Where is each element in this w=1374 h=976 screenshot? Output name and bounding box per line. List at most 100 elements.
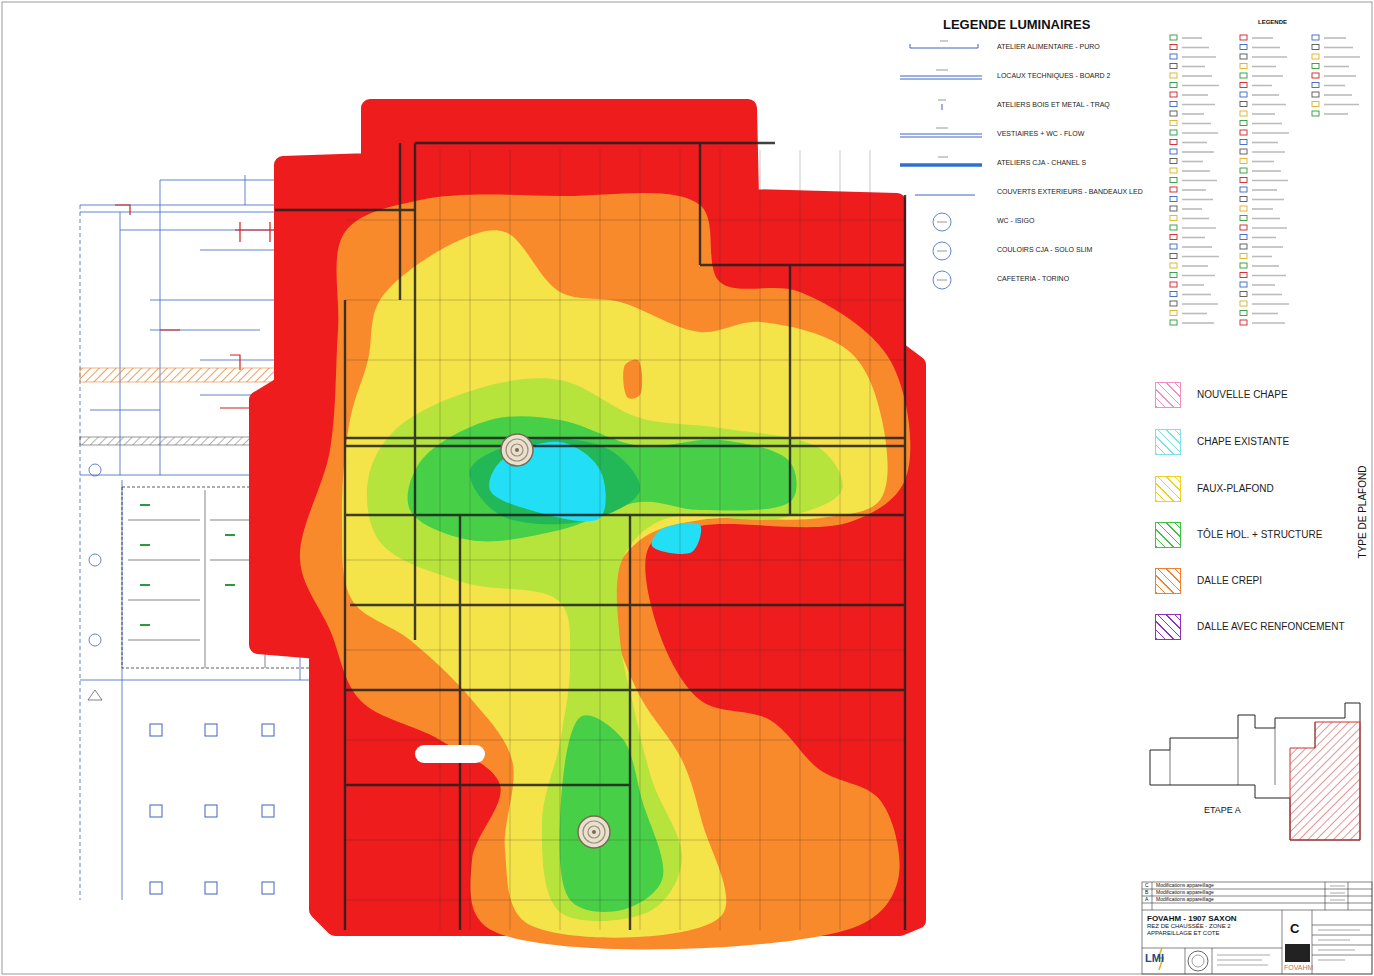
symbol-icon	[1240, 83, 1247, 88]
symbol-description	[1252, 94, 1279, 96]
symbol-description	[1252, 227, 1287, 229]
symbol-description	[1252, 218, 1280, 220]
symbol-icon	[1312, 54, 1319, 59]
plan-line	[600, 150, 601, 930]
symbol-description	[1182, 265, 1208, 267]
revision-letter: C	[1145, 883, 1149, 889]
symbol-description	[1252, 275, 1286, 277]
symbol-icon	[1240, 320, 1247, 325]
plan-line	[510, 150, 511, 930]
company-name: FOVAHM	[1284, 964, 1313, 972]
plan-lines	[345, 150, 905, 930]
revision-note: Modifications appareillage	[1156, 883, 1214, 889]
coverage-zone	[652, 523, 702, 554]
revision-index: C	[1290, 922, 1299, 936]
legend-row: DALLE AVEC RENFONCEMENT	[1150, 613, 1370, 641]
plan-line	[345, 900, 905, 901]
luminaire-symbol	[900, 123, 990, 147]
ceiling-light	[205, 805, 217, 817]
symbol-description	[1182, 161, 1203, 163]
title-text: APPAREILLAGE ET COTE	[1147, 930, 1278, 937]
symbol-icon	[1170, 73, 1177, 78]
symbol-icon	[1170, 83, 1177, 88]
plan-line	[345, 560, 905, 561]
wall-lines	[275, 143, 905, 930]
symbol-legend	[1170, 35, 1360, 325]
access-point	[501, 434, 533, 466]
symbol-icon	[1240, 149, 1247, 154]
legend-row: COUVERTS EXTERIEURS - BANDEAUX LED	[900, 181, 1120, 205]
ceiling-light	[150, 805, 162, 817]
legend-swatch	[1155, 614, 1181, 640]
symbol-icon	[1312, 64, 1319, 69]
symbol-description	[1324, 75, 1356, 77]
symbol-icon	[1170, 282, 1177, 287]
legend-swatch	[1155, 476, 1181, 502]
key-plan	[1150, 703, 1360, 840]
symbol-icon	[1240, 311, 1247, 316]
symbol-description	[1324, 94, 1352, 96]
legend-row: CAFETERIA - TORINO	[900, 268, 1120, 292]
legend-label: DALLE CREPI	[1197, 575, 1262, 586]
symbol-icon	[1170, 45, 1177, 50]
legend-heading: TYPE DE PLAFOND	[1357, 466, 1368, 559]
symbol-description	[1182, 208, 1202, 210]
symbol-description	[1182, 246, 1212, 248]
revision-note: Modifications appareillage	[1156, 897, 1214, 903]
symbol-description	[1182, 142, 1207, 144]
symbol-icon	[1170, 168, 1177, 173]
symbol-icon	[1170, 292, 1177, 297]
symbol-description	[1252, 237, 1276, 239]
symbol-icon	[1170, 197, 1177, 202]
legend-label: DALLE AVEC RENFONCEMENT	[1197, 621, 1345, 632]
coverage-zone	[470, 438, 641, 524]
luminaire-symbol	[900, 94, 990, 118]
symbol-description	[1252, 246, 1283, 248]
symbol-icon	[1170, 130, 1177, 135]
ceiling-light	[205, 724, 217, 736]
symbol-description	[1182, 256, 1219, 258]
symbol-description	[1252, 170, 1281, 172]
symbol-description	[1252, 199, 1284, 201]
symbol-description	[1182, 284, 1204, 286]
symbol-icon	[1240, 73, 1247, 78]
symbol-description	[1182, 237, 1205, 239]
symbol-icon	[1170, 102, 1177, 107]
legend-label: TÔLE HOL. + STRUCTURE	[1197, 529, 1322, 540]
symbol-icon	[1170, 311, 1177, 316]
legend-row: LOCAUX TECHNIQUES - BOARD 2	[900, 65, 1120, 89]
symbol-description	[1182, 322, 1214, 324]
symbol-icon	[1240, 140, 1247, 145]
legend-heading: LEGENDE LUMINAIRES	[943, 18, 1090, 32]
plan-line	[345, 360, 905, 361]
symbol-description	[1252, 85, 1272, 87]
legend-label: ATELIER ALIMENTAIRE - PURO	[997, 43, 1100, 51]
symbol-icon	[1240, 301, 1247, 306]
access-point	[578, 816, 610, 848]
legend-swatch	[1155, 382, 1181, 408]
symbol-description	[1182, 180, 1217, 182]
symbol-description	[1182, 227, 1216, 229]
symbol-icon	[1170, 54, 1177, 59]
symbol-description	[1252, 322, 1285, 324]
revision-letter: A	[1145, 897, 1148, 903]
symbol-icon	[1240, 64, 1247, 69]
legend-heading: LEGENDE	[1258, 19, 1287, 26]
symbol-icon	[1312, 111, 1319, 116]
symbol-icon	[1170, 320, 1177, 325]
plan-line	[345, 650, 905, 651]
symbol-description	[1182, 104, 1215, 106]
symbol-icon	[1170, 140, 1177, 145]
symbol-description	[1182, 75, 1212, 77]
legend-row: DALLE CREPI	[1150, 567, 1370, 595]
symbol-description	[1252, 104, 1286, 106]
symbol-description	[1252, 66, 1276, 68]
legend-label: NOUVELLE CHAPE	[1197, 389, 1288, 400]
symbol-icon	[1240, 187, 1247, 192]
symbol-description	[1182, 113, 1204, 115]
symbol-icon	[1170, 301, 1177, 306]
plan-line	[470, 150, 471, 930]
plan-line	[840, 150, 841, 930]
